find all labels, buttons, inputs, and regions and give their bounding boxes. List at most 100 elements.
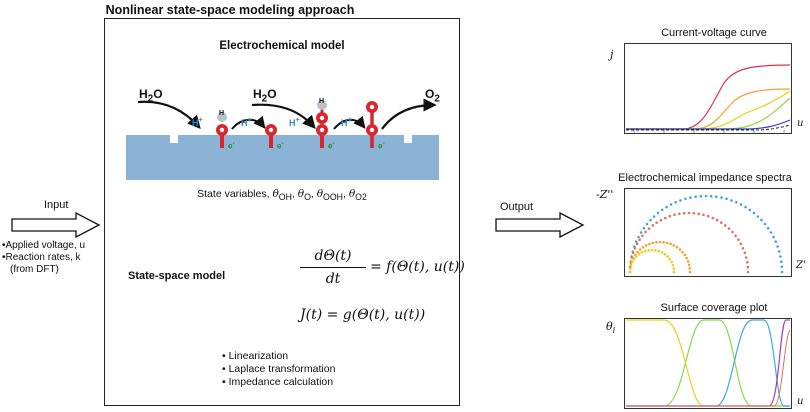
eis-point bbox=[672, 244, 676, 247]
eis-point bbox=[715, 195, 718, 198]
eis-point bbox=[672, 267, 675, 270]
eis-point bbox=[748, 208, 752, 212]
eis-point bbox=[777, 250, 781, 253]
eis-point bbox=[739, 203, 743, 206]
proton-label-3: H+ bbox=[289, 115, 300, 128]
coverage-ylabel: θi bbox=[606, 320, 616, 336]
step-item: Laplace transformation bbox=[222, 363, 336, 376]
eis-point bbox=[760, 218, 763, 222]
eis-point bbox=[711, 216, 714, 220]
figure-title: Nonlinear state-space modeling approach bbox=[105, 3, 355, 17]
eis-point bbox=[660, 208, 664, 212]
eis-point bbox=[715, 218, 719, 222]
eis-point bbox=[640, 251, 644, 254]
iv-xlabel: u bbox=[797, 118, 804, 129]
eis-point bbox=[648, 242, 651, 246]
eis-point bbox=[669, 242, 672, 246]
h2o-left-label: H2O bbox=[139, 87, 163, 105]
eis-point bbox=[629, 267, 632, 270]
eis-point bbox=[673, 213, 676, 217]
eis-point bbox=[766, 226, 770, 230]
arrow-step-1 bbox=[231, 115, 266, 130]
h2o-mid-label: H2O bbox=[253, 87, 277, 105]
o2-label: O2 bbox=[425, 87, 440, 105]
iv-curve-blue bbox=[626, 119, 791, 130]
eis-point bbox=[744, 256, 748, 259]
adsorbate-ooh bbox=[316, 100, 328, 148]
eis-point bbox=[660, 251, 664, 254]
eis-point bbox=[651, 241, 655, 245]
electron-label-1: e- bbox=[228, 140, 235, 151]
eis-point bbox=[704, 194, 708, 198]
eis-point bbox=[780, 260, 783, 263]
eis-point bbox=[720, 221, 723, 224]
iv-curve-orange bbox=[626, 88, 791, 130]
iv-plot bbox=[624, 43, 792, 134]
model-box bbox=[104, 18, 460, 406]
iv-curve-dashed bbox=[626, 124, 791, 131]
eis-point bbox=[723, 224, 727, 227]
eis-point bbox=[752, 211, 756, 215]
h-atom-label-1: H bbox=[219, 110, 225, 117]
coverage-xlabel: u bbox=[797, 396, 804, 407]
arrow-h2o-in bbox=[137, 100, 201, 129]
eis-point bbox=[746, 265, 750, 269]
eis-point bbox=[672, 270, 676, 274]
eis-point bbox=[635, 240, 638, 243]
eis-point bbox=[665, 205, 668, 209]
adsorbate-oh bbox=[216, 112, 228, 148]
adsorbate-o2 bbox=[366, 101, 378, 148]
eis-point bbox=[666, 255, 669, 258]
coverage-plot-title: Surface coverage plot bbox=[660, 302, 768, 314]
eis-point bbox=[756, 215, 760, 218]
eis-point bbox=[632, 257, 636, 261]
eis-point bbox=[746, 270, 750, 274]
eis-point bbox=[682, 211, 686, 215]
electrochemical-model-title: Electrochemical model bbox=[219, 40, 345, 52]
eis-plot bbox=[624, 188, 792, 277]
eis-point bbox=[637, 235, 640, 239]
eis-point bbox=[678, 248, 682, 251]
input-label: Input bbox=[44, 199, 69, 211]
proton-label-4: H+ bbox=[341, 115, 352, 128]
eis-point bbox=[669, 203, 673, 206]
eis-point bbox=[635, 242, 639, 246]
steps-list: Linearization Laplace transformation Imp… bbox=[222, 350, 336, 389]
eis-point bbox=[689, 196, 692, 199]
eis-point bbox=[675, 246, 679, 249]
eis-point bbox=[678, 212, 681, 216]
eis-point bbox=[655, 221, 658, 224]
eis-point bbox=[656, 211, 660, 215]
electron-label-3: e- bbox=[328, 140, 335, 151]
eis-point bbox=[684, 197, 687, 201]
eis-point bbox=[727, 227, 731, 230]
arrow-step-3 bbox=[333, 115, 366, 130]
eis-point bbox=[649, 218, 652, 222]
eis-point bbox=[737, 238, 740, 241]
eis-point bbox=[641, 246, 645, 249]
eis-point bbox=[741, 247, 745, 250]
catalyst-surface bbox=[126, 135, 439, 180]
electrochemical-scheme bbox=[126, 98, 439, 180]
eis-point bbox=[772, 235, 775, 239]
eis-point bbox=[665, 241, 669, 245]
eq1-denominator: dt bbox=[325, 271, 341, 287]
eis-point bbox=[730, 199, 733, 202]
state-space-model-label: State-space model bbox=[128, 270, 226, 282]
eis-point bbox=[739, 242, 743, 246]
proton-label-1: H+ bbox=[192, 115, 203, 128]
coverage-curve-cyan bbox=[626, 319, 790, 407]
eis-point bbox=[685, 256, 688, 260]
eis-point bbox=[658, 240, 662, 244]
proton-label-2: H+ bbox=[241, 115, 252, 128]
step-item: Linearization bbox=[222, 350, 335, 363]
eis-point bbox=[674, 201, 677, 204]
eis-point bbox=[743, 251, 747, 255]
eis-point bbox=[664, 216, 667, 220]
eis-point bbox=[670, 260, 673, 264]
eis-point bbox=[647, 249, 650, 252]
eis-point bbox=[642, 226, 646, 230]
eis-point bbox=[633, 247, 637, 250]
eis-point bbox=[687, 263, 691, 267]
eis-point bbox=[668, 257, 672, 261]
